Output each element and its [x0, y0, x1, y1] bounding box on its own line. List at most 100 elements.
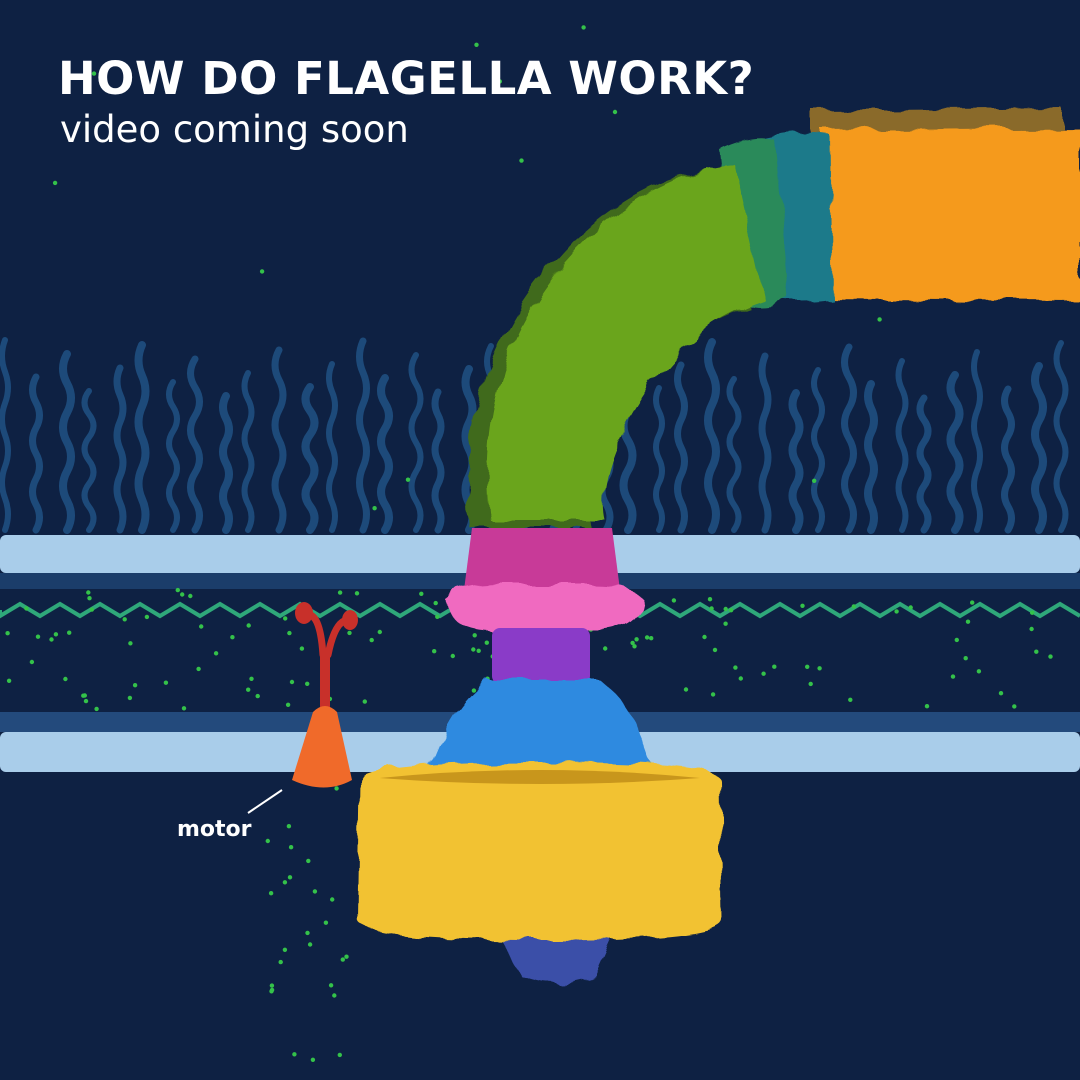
surface-fiber [271, 346, 287, 534]
surface-fiber [811, 367, 825, 533]
ion-dot [772, 664, 777, 669]
ion-dot [24, 606, 29, 611]
ion-dot [800, 603, 805, 608]
ion-dot [246, 687, 251, 692]
surface-fiber [187, 355, 203, 534]
ion-dot [476, 648, 481, 653]
ion-dot [723, 606, 728, 612]
surface-fiber [219, 392, 233, 534]
ion-dot [924, 704, 930, 709]
ion-dot [144, 614, 150, 620]
ion-dot [612, 109, 618, 115]
ion-dot [1012, 704, 1017, 709]
surface-fiber [408, 352, 424, 533]
ion-dot [671, 598, 677, 603]
ion-dot [259, 269, 265, 274]
ion-dot [330, 897, 335, 902]
ion-dot [644, 635, 650, 640]
surface-fiber [674, 361, 688, 534]
ion-dot [405, 477, 411, 482]
ion-dot [712, 647, 718, 653]
ion-dot [196, 666, 201, 672]
ion-dot [249, 676, 254, 681]
ion-dot [5, 631, 10, 636]
ion-dot [362, 699, 367, 704]
ion-dot [581, 25, 586, 30]
page-title: HOW DO FLAGELLA WORK? [58, 52, 755, 105]
surface-fiber [946, 371, 964, 534]
ion-dot [269, 983, 275, 988]
ion-dot [305, 930, 310, 936]
ion-dot [603, 646, 608, 651]
ion-dot [908, 605, 913, 610]
ion-dot [808, 681, 813, 687]
ion-dot [851, 604, 856, 609]
ion-dot [6, 678, 12, 683]
ion-dot [199, 624, 204, 629]
surface-fiber [895, 358, 909, 533]
ion-dot [497, 79, 502, 84]
ion-dot [268, 891, 274, 896]
ion-dot [976, 669, 982, 674]
ion-dot [419, 591, 424, 596]
ion-dot [230, 635, 235, 640]
ion-dot [344, 954, 349, 959]
ion-dot [683, 687, 689, 692]
c-ring [495, 930, 615, 983]
surface-fiber [431, 388, 445, 534]
ion-dot [894, 609, 899, 614]
ion-dot [287, 630, 292, 636]
ion-dot [328, 983, 334, 988]
ion-dot [474, 42, 479, 47]
l-ring [444, 528, 642, 630]
ion-dot [337, 590, 343, 595]
ion-dot [323, 920, 329, 925]
ion-dot [83, 698, 89, 704]
ion-dot [472, 633, 477, 638]
ion-dot [175, 587, 180, 593]
surface-fiber [864, 380, 878, 534]
surface-fiber [653, 385, 665, 533]
ion-dot [709, 606, 714, 611]
ion-dot [634, 637, 639, 642]
ion-dot [265, 124, 270, 129]
ion-dot [35, 634, 41, 639]
ion-dot [246, 623, 251, 628]
ion-dot [848, 697, 853, 702]
motor-pointer-line [247, 789, 283, 814]
ion-dot [817, 666, 822, 671]
ion-dot [53, 632, 59, 637]
ion-dot [950, 674, 956, 679]
ion-dot [998, 691, 1004, 696]
ion-dot [519, 158, 524, 163]
ion-dot [369, 637, 374, 643]
surface-fiber [916, 394, 932, 534]
page-subtitle: video coming soon [60, 108, 409, 151]
ion-dot [282, 880, 288, 885]
ion-dot [292, 1052, 297, 1057]
ion-dot [283, 616, 288, 621]
ion-dot [377, 629, 382, 635]
ion-dot [128, 641, 133, 646]
surface-fiber [704, 338, 720, 534]
ion-dot [432, 649, 437, 654]
ion-dot [332, 993, 337, 998]
ion-dot [337, 1052, 342, 1058]
ion-dot [435, 614, 440, 619]
surface-fiber [1031, 362, 1047, 534]
ion-dot [354, 591, 360, 596]
ion-dot [805, 664, 810, 669]
hook [468, 133, 832, 528]
surface-fiber [81, 388, 97, 533]
surface-fiber [1053, 340, 1069, 533]
ion-dot [632, 644, 637, 649]
ion-dot [285, 702, 291, 707]
ion-dot [265, 838, 270, 844]
ion-dot [484, 640, 489, 645]
ion-dot [122, 617, 127, 622]
ion-dot [29, 659, 35, 665]
ion-dot [471, 647, 476, 652]
ion-dot [188, 593, 193, 599]
ion-dot [213, 651, 219, 656]
ion-dot [255, 693, 260, 699]
